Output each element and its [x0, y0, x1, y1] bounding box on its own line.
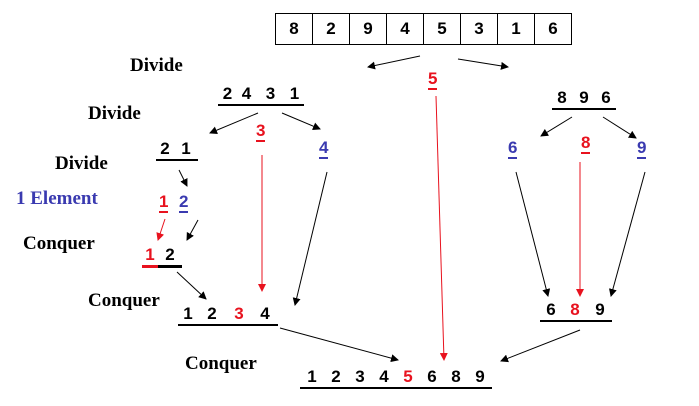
group-item: 8: [557, 88, 567, 107]
arrow-689-to-final: [500, 329, 581, 363]
group-2431: 2 4 3 1: [218, 85, 304, 106]
divide-label-1: Divide: [130, 55, 183, 76]
group-item: 6: [427, 367, 437, 386]
single-4: 4: [319, 138, 329, 159]
group-item: 9: [475, 367, 485, 386]
group-item: 3: [234, 304, 244, 323]
arrow-5-down: [435, 95, 448, 361]
array-cell: 9: [350, 13, 387, 45]
group-item: 5: [403, 367, 413, 386]
group-item: 9: [595, 300, 605, 319]
conquer-12: 1 2: [142, 246, 182, 268]
group-item: 3: [265, 84, 276, 103]
divide-label-2: Divide: [88, 103, 141, 124]
array-cell: 8: [275, 13, 313, 45]
group-item: 4: [379, 367, 389, 386]
group-item: 6: [601, 88, 611, 107]
group-896: 8 9 6: [552, 89, 616, 110]
group-item: 1: [307, 367, 317, 386]
array-cell: 5: [424, 13, 461, 45]
group-item: 2: [160, 139, 170, 158]
conquer-689: 6 8 9: [540, 301, 612, 322]
group-item: 6: [546, 300, 556, 319]
final-sorted-array: 1 2 3 4 5 6 8 9: [300, 368, 492, 389]
group-item: 1: [289, 84, 300, 103]
pivot-1: 1: [159, 192, 169, 213]
arrow-left-to-4: [281, 112, 321, 130]
conquer-1234: 1 2 3 4: [178, 305, 278, 326]
arrow-top-to-right: [457, 58, 509, 70]
group-item: 4: [241, 84, 252, 103]
group-item: 4: [260, 304, 270, 323]
arrow-right-to-6: [540, 116, 573, 137]
arrow-2-to-conquer: [186, 219, 199, 241]
array-cell: 1: [498, 13, 535, 45]
arrow-21-to-2: [178, 169, 188, 187]
group-item: 2: [222, 84, 233, 103]
group-item: 1: [181, 139, 191, 158]
single-9: 9: [637, 138, 647, 159]
single-6: 6: [508, 138, 518, 159]
initial-array: 8 2 9 4 5 3 1 6: [275, 13, 572, 45]
pivot-5: 5: [428, 69, 438, 90]
one-element-label: 1 Element: [16, 188, 98, 209]
single-2: 2: [179, 192, 189, 213]
arrow-6-down: [515, 171, 551, 297]
arrow-9-down: [608, 171, 646, 297]
array-cell: 6: [535, 13, 572, 45]
arrow-1-to-conquer: [156, 218, 166, 241]
group-item: 2: [331, 367, 341, 386]
divide-label-3: Divide: [55, 153, 108, 174]
arrow-1234-to-final: [279, 327, 399, 363]
pivot-8: 8: [581, 133, 591, 154]
arrow-left-to-21: [209, 112, 259, 134]
conquer-label-2: Conquer: [88, 290, 160, 311]
arrow-top-to-left: [367, 55, 421, 70]
group-item: 9: [579, 88, 589, 107]
group-item: 2: [207, 304, 217, 323]
conquer-label-1: Conquer: [23, 233, 95, 254]
array-cell: 2: [313, 13, 350, 45]
group-item: 3: [355, 367, 365, 386]
group-21: 2 1: [156, 140, 198, 161]
array-cell: 3: [461, 13, 498, 45]
array-cell: 4: [387, 13, 424, 45]
group-item: 1: [183, 304, 193, 323]
arrow-4-down: [292, 171, 328, 306]
pivot-3: 3: [256, 121, 266, 142]
conquer-label-3: Conquer: [185, 353, 257, 374]
arrow-12-to-1234: [176, 271, 207, 300]
group-item: 8: [570, 300, 580, 319]
group-item: 8: [451, 367, 461, 386]
arrow-right-to-9: [602, 116, 637, 139]
group-item: 2: [165, 245, 175, 264]
group-item: 1: [142, 246, 158, 268]
